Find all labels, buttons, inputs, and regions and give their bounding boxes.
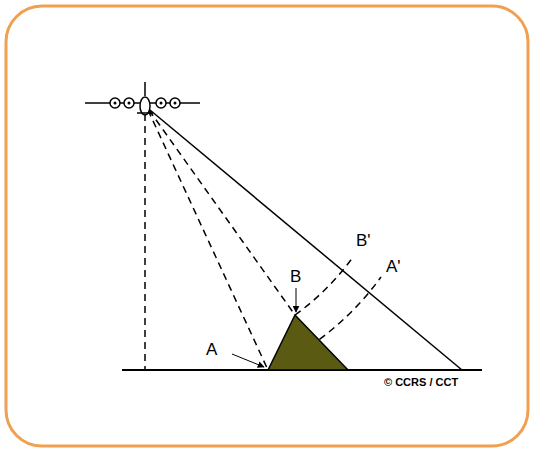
engine [110, 98, 120, 108]
frame [6, 6, 528, 446]
wavefront-b [295, 257, 353, 315]
engine [124, 98, 134, 108]
leader-b [296, 288, 297, 312]
far-range-ray [150, 110, 462, 370]
point-label: A' [386, 258, 401, 275]
engine-hub [128, 102, 131, 105]
copyright-note: © CCRS / CCT [384, 377, 458, 388]
engine-hub [160, 102, 163, 105]
tail-fin [144, 82, 146, 96]
engine [156, 98, 166, 108]
engine-hub [174, 102, 177, 105]
point-label: B [290, 268, 301, 285]
engine [170, 98, 180, 108]
leader-a [232, 354, 264, 367]
ray-a [148, 110, 268, 370]
radar-antenna [137, 112, 153, 114]
nadir-line [144, 114, 146, 370]
terrain-slope [268, 315, 348, 370]
point-label: B' [356, 232, 371, 249]
point-label: A [206, 341, 217, 358]
engine-hub [114, 102, 117, 105]
aircraft [85, 82, 200, 115]
